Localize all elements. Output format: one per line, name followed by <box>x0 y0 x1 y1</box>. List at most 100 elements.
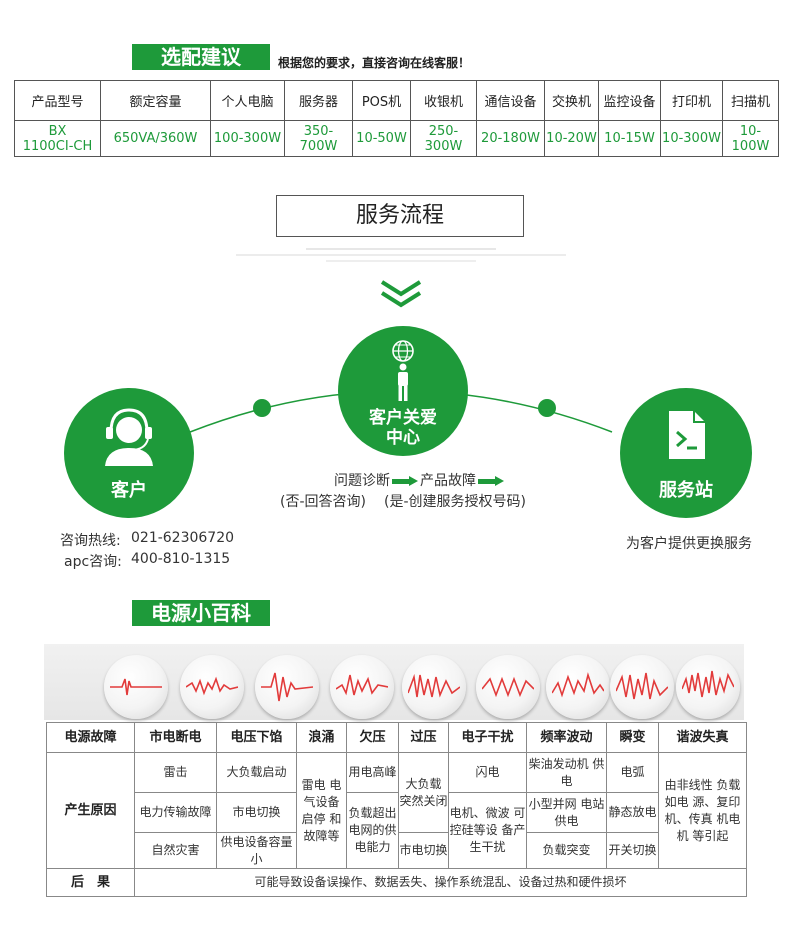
model-line: BX <box>48 123 67 139</box>
service-station-circle: 服务站 <box>620 388 752 518</box>
header-cell: 产品型号 <box>14 80 101 121</box>
apc-number: 400-810-1315 <box>131 551 231 567</box>
care-center-circle: 客户关爱 中心 <box>338 326 468 456</box>
flow-sub-no: (否-回答咨询) <box>280 494 366 510</box>
model-cell: BX 1100CI-CH <box>14 120 101 157</box>
waveform-icon <box>610 655 674 719</box>
cause-cell: 开关切换 <box>606 832 659 869</box>
header-cell: 额定容量 <box>100 80 211 121</box>
flow-steps: 问题诊断 产品故障 <box>334 470 506 490</box>
cause-row: 电力传输故障 市电切换 负载超出 电网的供 电能力 电机、微波 可控硅等设 备产… <box>47 792 747 869</box>
selection-table: 产品型号 额定容量 个人电脑 服务器 POS机 收银机 通信设备 交换机 监控设… <box>14 80 779 157</box>
header-cell: 交换机 <box>544 80 599 121</box>
title-decoration <box>236 248 566 262</box>
waveform-icon <box>255 655 319 719</box>
cause-cell: 雷电 电气设备 启停 和故障等 <box>296 752 347 869</box>
header-cell: POS机 <box>352 80 411 121</box>
selection-banner: 选配建议 <box>132 44 270 70</box>
value-cell: 10-15W <box>598 120 661 157</box>
cause-cell: 小型并网 电站供电 <box>526 792 607 833</box>
customer-label: 客户 <box>111 480 147 501</box>
cause-cell: 用电高峰 <box>346 752 399 793</box>
waveform-icon <box>676 655 740 719</box>
waveform-icon <box>476 655 540 719</box>
value-cell: 650VA/360W <box>100 120 211 157</box>
headset-agent-icon <box>105 408 153 466</box>
service-station-label: 服务站 <box>659 480 713 501</box>
value-cell: 10-20W <box>544 120 599 157</box>
customer-circle: 客户 <box>64 388 194 518</box>
arrow-right-icon <box>392 476 418 486</box>
selection-value-row: BX 1100CI-CH 650VA/360W 100-300W 350-700… <box>14 120 779 157</box>
cause-label: 产生原因 <box>46 752 135 869</box>
waveform-icon <box>330 655 394 719</box>
hotline-label: 咨询热线: <box>60 533 121 549</box>
header-cell: 个人电脑 <box>210 80 285 121</box>
cause-cell: 自然灾害 <box>134 832 217 869</box>
result-label: 后 果 <box>46 868 135 897</box>
apc-label: apc咨询: <box>64 554 122 570</box>
header-cell: 电源故障 <box>46 722 135 753</box>
header-cell: 浪涌 <box>296 722 347 753</box>
header-cell: 频率波动 <box>526 722 607 753</box>
header-cell: 谐波失真 <box>658 722 747 753</box>
header-cell: 收银机 <box>410 80 477 121</box>
cause-cell: 负载突变 <box>526 832 607 869</box>
waveform-icon <box>180 655 244 719</box>
header-cell: 服务器 <box>284 80 353 121</box>
care-center-line2: 中心 <box>386 428 420 448</box>
header-cell: 过压 <box>398 722 449 753</box>
service-title: 服务流程 <box>276 195 524 237</box>
flow-dot-left <box>253 399 271 417</box>
header-cell: 扫描机 <box>722 80 779 121</box>
selection-header-row: 产品型号 额定容量 个人电脑 服务器 POS机 收银机 通信设备 交换机 监控设… <box>14 80 779 121</box>
cause-cell: 大负载启动 <box>216 752 297 793</box>
value-cell: 10-50W <box>352 120 411 157</box>
header-cell: 通信设备 <box>476 80 545 121</box>
knowledge-header-row: 电源故障 市电断电 电压下馅 浪涌 欠压 过压 电子干扰 频率波动 瞬变 谐波失… <box>46 722 747 753</box>
flow-dot-right <box>538 399 556 417</box>
care-center-line1: 客户关爱 <box>369 408 437 428</box>
header-cell: 瞬变 <box>606 722 659 753</box>
header-cell: 电子干扰 <box>448 722 527 753</box>
cause-cell: 供电设备容量小 <box>216 832 297 869</box>
cause-cell: 负载超出 电网的供 电能力 <box>346 792 399 869</box>
cause-cell: 静态放电 <box>606 792 659 833</box>
cause-cell: 市电切换 <box>216 792 297 833</box>
arrow-right-icon <box>478 476 504 486</box>
globe-person-icon <box>392 340 414 401</box>
cause-cell: 柴油发动机 供电 <box>526 752 607 793</box>
step-diagnosis: 问题诊断 <box>334 473 390 489</box>
value-cell: 10-300W <box>660 120 723 157</box>
service-station-desc: 为客户提供更换服务 <box>626 536 752 552</box>
value-cell: 100-300W <box>210 120 285 157</box>
header-cell: 市电断电 <box>134 722 217 753</box>
cause-cell: 电力传输故障 <box>134 792 217 833</box>
result-row: 后 果 可能导致设备误操作、数据丢失、操作系统混乱、设备过热和硬件损坏 <box>46 868 747 897</box>
cause-row: 产生原因 雷击 大负载启动 雷电 电气设备 启停 和故障等 用电高峰 大负载 突… <box>46 752 747 869</box>
waveform-icon <box>402 655 466 719</box>
hotline-number: 021-62306720 <box>131 530 235 546</box>
selection-note: 根据您的要求，直接咨询在线客服！ <box>278 56 471 70</box>
cause-cell: 雷击 <box>134 752 217 793</box>
cause-cell: 电机、微波 可控硅等设 备产生干扰 <box>448 792 527 869</box>
header-cell: 欠压 <box>346 722 399 753</box>
value-cell: 20-180W <box>476 120 545 157</box>
cause-cell: 大负载 突然关闭 <box>398 752 449 833</box>
header-cell: 监控设备 <box>598 80 661 121</box>
value-cell: 10-100W <box>722 120 779 157</box>
cause-cell: 市电切换 <box>398 832 449 869</box>
model-line: 1100CI-CH <box>22 138 93 154</box>
cause-cell: 由非线性 负载如电 源、复印 机、传真 机电机 等引起 <box>658 752 747 869</box>
waveform-icon <box>104 655 168 719</box>
flow-sub-yes: (是-创建服务授权号码) <box>384 494 526 510</box>
cause-cell: 电弧 <box>606 752 659 793</box>
knowledge-table: 电源故障 市电断电 电压下馅 浪涌 欠压 过压 电子干扰 频率波动 瞬变 谐波失… <box>46 722 747 897</box>
header-cell: 打印机 <box>660 80 723 121</box>
step-fault: 产品故障 <box>420 473 476 489</box>
result-cell: 可能导致设备误操作、数据丢失、操作系统混乱、设备过热和硬件损坏 <box>134 868 747 897</box>
cause-row: 自然灾害 供电设备容量小 市电切换 负载突变 开关切换 <box>47 832 747 869</box>
value-cell: 250-300W <box>410 120 477 157</box>
knowledge-banner: 电源小百科 <box>132 600 270 626</box>
waveform-icon <box>546 655 610 719</box>
